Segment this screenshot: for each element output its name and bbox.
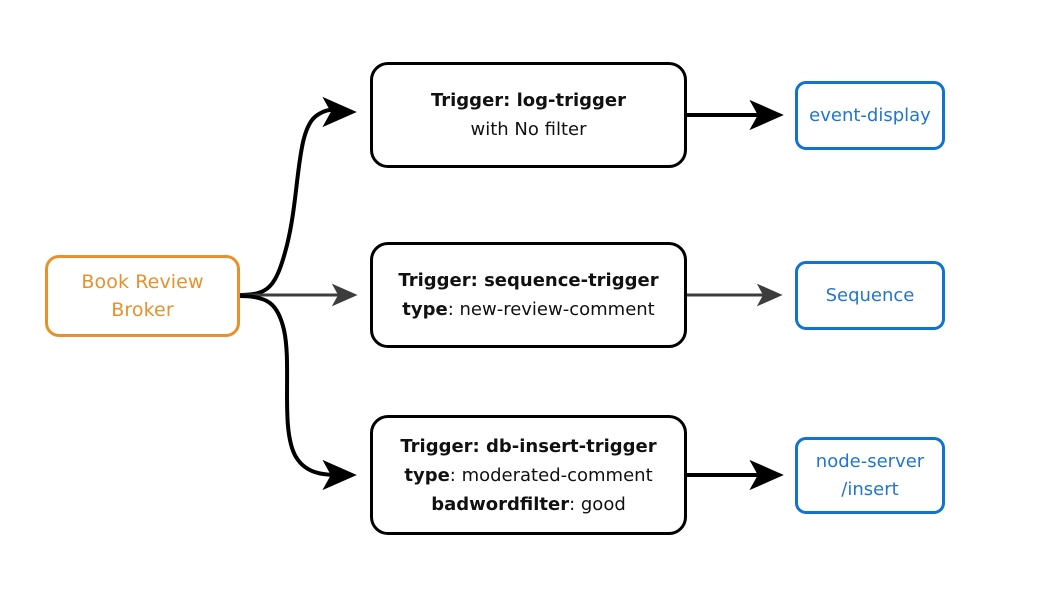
trigger-db-detail-type: type: moderated-comment — [404, 461, 652, 490]
edge-broker-to-log-trigger — [239, 96, 357, 297]
broker-label-line2: Broker — [111, 299, 174, 321]
node-trigger-sequence-trigger[interactable]: Trigger: sequence-trigger type: new-revi… — [370, 242, 687, 348]
node-service-sequence[interactable]: Sequence — [795, 261, 945, 330]
node-trigger-db-insert-trigger[interactable]: Trigger: db-insert-trigger type: moderat… — [370, 415, 687, 535]
trigger-sequence-title: Trigger: sequence-trigger — [398, 270, 659, 291]
trigger-log-detail: with No filter — [471, 115, 587, 144]
edge-broker-to-db-insert-trigger — [239, 294, 357, 491]
node-book-review-broker[interactable]: Book Review Broker — [45, 255, 240, 337]
trigger-db-detail-filter-key: badwordfilter — [431, 493, 570, 515]
trigger-db-detail-filter-value: : good — [569, 493, 626, 515]
trigger-log-detail-value: with No filter — [470, 119, 587, 140]
trigger-sequence-detail: type: new-review-comment — [402, 295, 654, 324]
trigger-db-title: Trigger: db-insert-trigger — [400, 435, 657, 457]
trigger-db-detail-type-key: type — [404, 464, 450, 486]
trigger-sequence-detail-key: type — [402, 299, 448, 320]
node-trigger-log-trigger[interactable]: Trigger: log-trigger with No filter — [370, 62, 687, 168]
node-service-event-display[interactable]: event-display — [795, 81, 945, 150]
node-service-node-server-insert[interactable]: node-server /insert — [795, 437, 945, 514]
trigger-log-title: Trigger: log-trigger — [430, 90, 627, 111]
broker-label-line1: Book Review — [81, 271, 204, 293]
service-node-server-label-line2: /insert — [841, 478, 899, 500]
service-node-server-label-line1: node-server — [815, 450, 925, 472]
service-event-display-label: event-display — [809, 104, 931, 126]
trigger-db-detail-filter: badwordfilter: good — [431, 490, 626, 519]
trigger-sequence-detail-value: : new-review-comment — [447, 299, 655, 320]
trigger-db-detail-type-value: : moderated-comment — [449, 464, 653, 486]
service-sequence-label: Sequence — [825, 284, 915, 306]
